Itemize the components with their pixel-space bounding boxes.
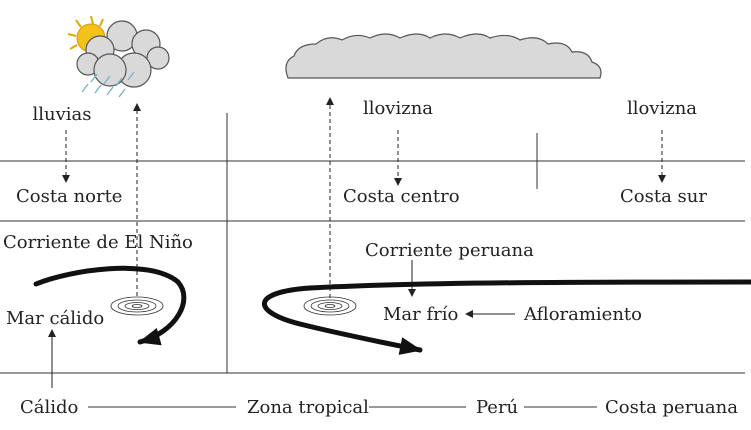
label-corriente-peruana: Corriente peruana <box>365 240 534 261</box>
rain-icon <box>81 71 135 98</box>
el-nino-current <box>33 265 187 346</box>
label-costa-peruana: Costa peruana <box>605 397 738 418</box>
label-llovizna-centro: llovizna <box>363 98 433 119</box>
label-corriente-nino: Corriente de El Niño <box>3 232 193 253</box>
dashed-arrows <box>62 97 666 298</box>
label-costa-sur: Costa sur <box>620 186 707 207</box>
ocean-currents <box>33 265 751 355</box>
label-mar-calido: Mar cálido <box>6 308 104 329</box>
grid-lines <box>0 113 745 374</box>
label-costa-centro: Costa centro <box>343 186 460 207</box>
ripple-warm-icon <box>110 296 164 316</box>
label-afloramiento: Afloramiento <box>523 304 642 325</box>
ripple-cold-icon <box>303 296 357 316</box>
label-zona-tropical: Zona tropical <box>247 397 369 418</box>
rain-cloud-icon <box>76 20 170 88</box>
label-costa-norte: Costa norte <box>16 186 122 207</box>
label-llovizna-sur: llovizna <box>627 98 697 119</box>
stratus-cloud-icon <box>285 33 602 79</box>
solid-arrows <box>48 260 515 388</box>
label-lluvias: lluvias <box>32 104 91 125</box>
peruvian-current <box>262 279 751 355</box>
label-calido: Cálido <box>20 397 78 418</box>
label-peru: Perú <box>476 397 518 418</box>
label-mar-frio: Mar frío <box>383 304 458 325</box>
